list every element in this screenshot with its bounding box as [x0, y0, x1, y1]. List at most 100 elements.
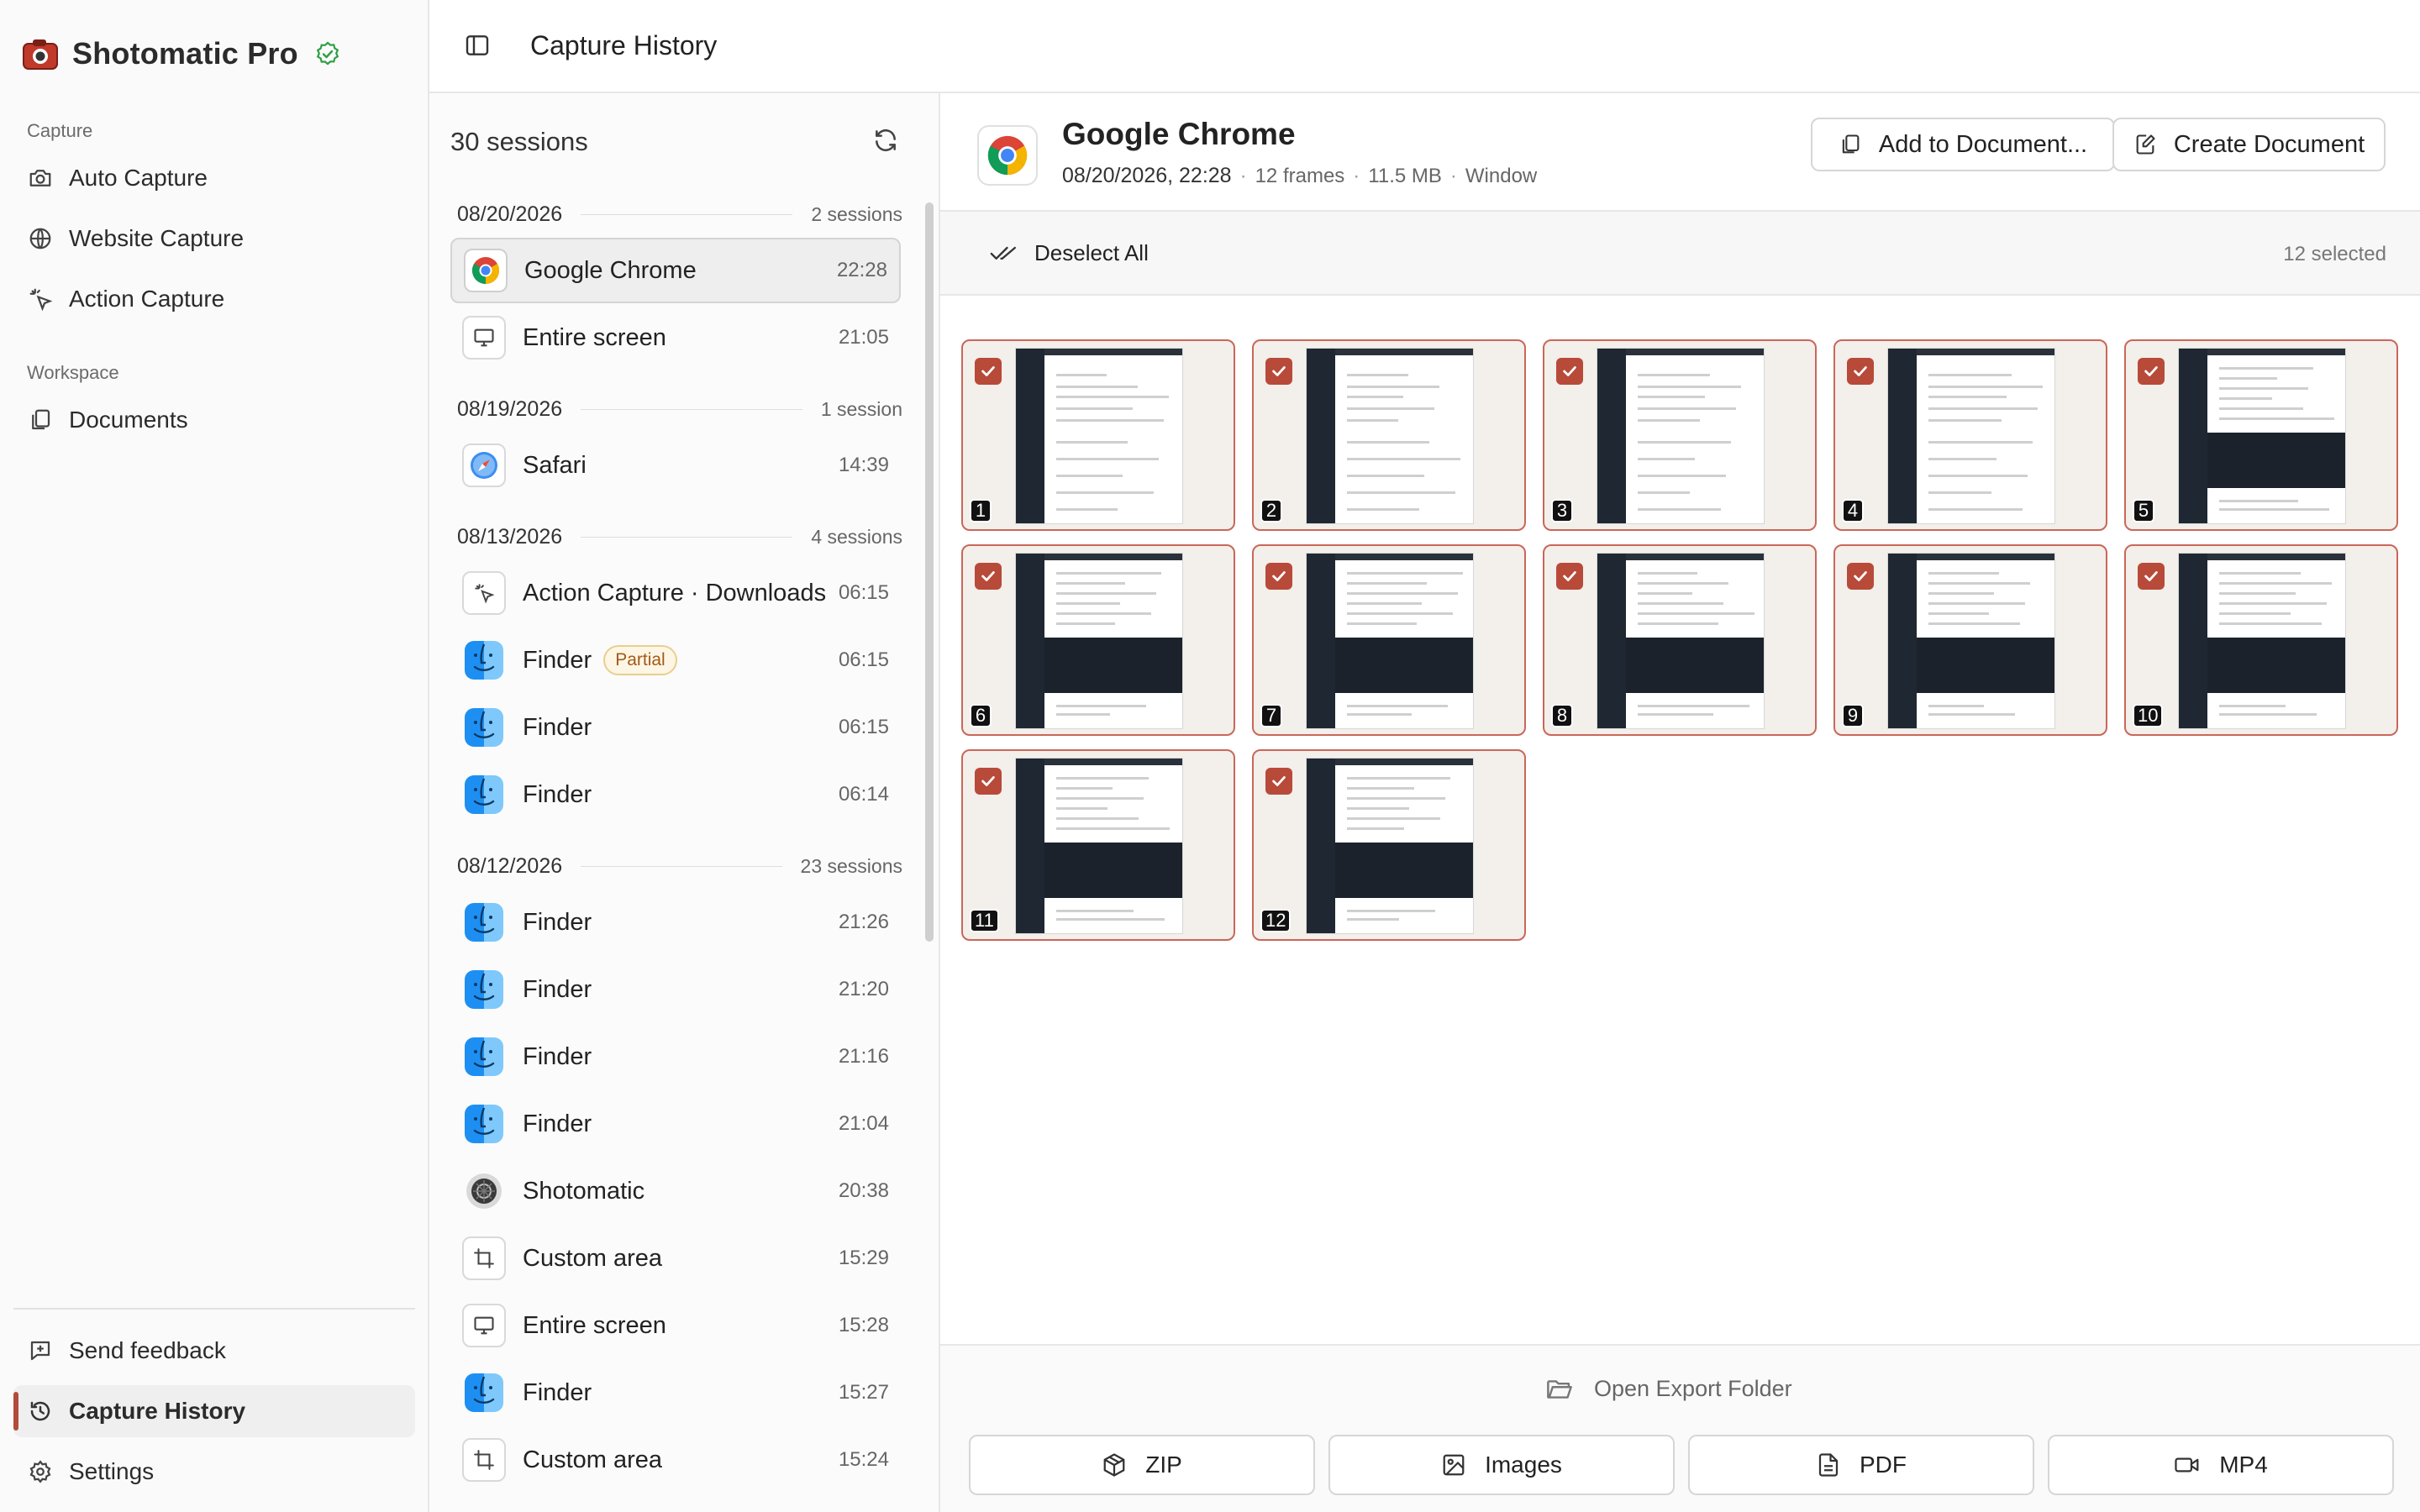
detail-frames: 12 frames — [1255, 165, 1345, 187]
gear-icon — [27, 1458, 54, 1485]
frame-checkbox[interactable] — [1265, 768, 1292, 795]
session-name: Finder — [523, 908, 592, 936]
session-row[interactable]: Finder 21:20 — [450, 957, 901, 1022]
frame-thumbnail[interactable]: 3 — [1543, 339, 1817, 531]
frame-number: 10 — [2133, 704, 2164, 727]
session-row[interactable]: Finder 21:04 — [450, 1091, 901, 1157]
frame-number: 8 — [1551, 704, 1573, 727]
frame-thumbnail[interactable]: 7 — [1252, 544, 1526, 736]
nav-settings[interactable]: Settings — [13, 1446, 415, 1498]
cursor-click-icon — [27, 286, 54, 312]
frame-checkbox[interactable] — [975, 563, 1002, 590]
nav-label: Send feedback — [69, 1337, 226, 1363]
sidebar-divider — [13, 1308, 415, 1310]
frame-number: 12 — [1260, 909, 1292, 932]
frame-checkbox[interactable] — [1556, 563, 1583, 590]
frame-thumbnail[interactable]: 12 — [1252, 749, 1526, 941]
selected-count: 12 selected — [2283, 243, 2386, 265]
nav-capture-history[interactable]: Capture History — [13, 1385, 415, 1437]
group-count: 23 sessions — [800, 854, 902, 877]
nav-documents[interactable]: Documents — [13, 394, 415, 446]
frame-checkbox[interactable] — [1847, 563, 1874, 590]
crop-icon — [462, 1236, 506, 1280]
session-row[interactable]: Finder 15:27 — [450, 1360, 901, 1425]
frame-number: 7 — [1260, 704, 1282, 727]
session-name: Custom area — [523, 1446, 663, 1473]
export-zip-button[interactable]: ZIP — [969, 1435, 1315, 1495]
nav-label: Auto Capture — [69, 165, 208, 191]
session-row[interactable]: Entire screen 21:05 — [450, 305, 901, 370]
nav-auto-capture[interactable]: Auto Capture — [13, 152, 415, 204]
sidebar-toggle-icon[interactable] — [463, 32, 493, 60]
frame-checkbox[interactable] — [975, 768, 1002, 795]
documents-icon — [27, 407, 54, 433]
frame-checkbox[interactable] — [1847, 358, 1874, 385]
session-row[interactable]: Custom area 15:24 — [450, 1427, 901, 1493]
frame-checkbox[interactable] — [975, 358, 1002, 385]
image-icon — [1441, 1452, 1466, 1478]
frame-checkbox[interactable] — [1556, 358, 1583, 385]
session-row[interactable]: Entire screen 15:28 — [450, 1293, 901, 1358]
nav-action-capture[interactable]: Action Capture — [13, 273, 415, 325]
frame-thumbnail[interactable]: 11 — [961, 749, 1235, 941]
frame-preview — [1306, 758, 1474, 934]
frame-checkbox[interactable] — [2138, 358, 2165, 385]
app-name: Shotomatic Pro — [72, 36, 298, 71]
frame-checkbox[interactable] — [1265, 358, 1292, 385]
frame-preview — [2178, 553, 2346, 729]
nav-send-feedback[interactable]: Send feedback — [13, 1325, 415, 1377]
export-images-button[interactable]: Images — [1328, 1435, 1675, 1495]
safari-icon — [462, 444, 506, 487]
camera-logo-icon — [22, 35, 59, 72]
frame-preview — [1015, 553, 1183, 729]
session-row[interactable]: Shotomatic 20:38 — [450, 1158, 901, 1224]
create-document-button[interactable]: Create Document — [2112, 118, 2386, 171]
add-to-document-button[interactable]: Add to Document... — [1811, 118, 2115, 171]
nav-website-capture[interactable]: Website Capture — [13, 213, 415, 265]
sessions-scrollbar[interactable] — [925, 202, 934, 942]
frame-thumbnail[interactable]: 6 — [961, 544, 1235, 736]
session-name: Custom area — [523, 1244, 663, 1272]
copy-document-icon — [1839, 133, 1862, 156]
frame-number: 3 — [1551, 499, 1573, 522]
frame-thumbnail[interactable]: 1 — [961, 339, 1235, 531]
session-row[interactable]: Safari 14:39 — [450, 433, 901, 498]
frame-preview — [2178, 348, 2346, 524]
deselect-all-button[interactable]: Deselect All — [989, 240, 1149, 266]
open-export-folder-button[interactable]: Open Export Folder — [1545, 1376, 1792, 1402]
session-row[interactable]: Finder 21:26 — [450, 890, 901, 955]
frame-thumbnail[interactable]: 10 — [2124, 544, 2398, 736]
session-row[interactable]: Finder 21:16 — [450, 1024, 901, 1089]
monitor-icon — [462, 316, 506, 360]
nav-label: Action Capture — [69, 286, 225, 312]
session-row[interactable]: Google Chrome 22:28 — [450, 238, 901, 303]
frame-checkbox[interactable] — [1265, 563, 1292, 590]
frame-preview — [1015, 758, 1183, 934]
frame-preview — [1597, 553, 1765, 729]
frame-preview — [1597, 348, 1765, 524]
edit-document-icon — [2133, 133, 2157, 156]
session-row[interactable]: Custom area 15:29 — [450, 1226, 901, 1291]
refresh-icon[interactable] — [872, 127, 901, 155]
frame-thumbnail[interactable]: 2 — [1252, 339, 1526, 531]
page-title: Capture History — [530, 30, 718, 60]
export-pdf-button[interactable]: PDF — [1688, 1435, 2034, 1495]
session-row[interactable]: Finder Partial 06:15 — [450, 627, 901, 693]
workspace-section-label: Workspace — [27, 362, 119, 383]
frame-thumbnail[interactable]: 8 — [1543, 544, 1817, 736]
crop-icon — [462, 1438, 506, 1482]
session-row[interactable]: Finder 06:14 — [450, 762, 901, 827]
session-name: Finder — [523, 780, 592, 808]
frame-thumbnail[interactable]: 5 — [2124, 339, 2398, 531]
session-row[interactable]: Action Capture · Downloads 06:15 — [450, 560, 901, 626]
export-zip-label: ZIP — [1145, 1452, 1182, 1478]
frame-checkbox[interactable] — [2138, 563, 2165, 590]
frame-number: 1 — [970, 499, 992, 522]
frame-thumbnail[interactable]: 9 — [1833, 544, 2107, 736]
finder-icon — [462, 1102, 506, 1146]
session-row[interactable]: Finder 06:15 — [450, 695, 901, 760]
feedback-icon — [27, 1337, 54, 1364]
camera-icon — [27, 165, 54, 192]
export-mp4-button[interactable]: MP4 — [2048, 1435, 2394, 1495]
frame-thumbnail[interactable]: 4 — [1833, 339, 2107, 531]
